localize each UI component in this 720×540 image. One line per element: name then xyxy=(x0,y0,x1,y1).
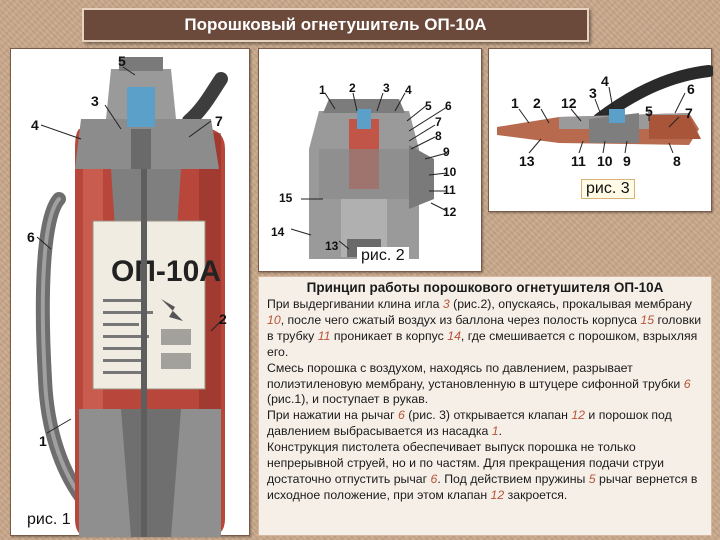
figure-2-callout-9: 9 xyxy=(443,145,450,159)
paragraph-text: (рис. 3) открывается клапан xyxy=(404,408,572,423)
figure-2-callout-2: 2 xyxy=(349,81,356,95)
figure-3-callout-10: 10 xyxy=(597,153,613,169)
figure-1-callout-5: 5 xyxy=(118,53,126,69)
principle-paragraph: При выдергивании клина игла 3 (рис.2), о… xyxy=(267,297,703,361)
figure-2-callout-1: 1 xyxy=(319,83,326,97)
figure-2-callout-13: 13 xyxy=(325,239,339,253)
figure-2-callout-12: 12 xyxy=(443,205,457,219)
figure-2-callout-5: 5 xyxy=(425,99,432,113)
paragraph-text: и порошок под давлением выбрасывается из… xyxy=(267,408,672,439)
reference-number: 15 xyxy=(640,312,655,327)
principle-body: При выдергивании клина игла 3 (рис.2), о… xyxy=(267,297,703,504)
figure-1-callout-7: 7 xyxy=(215,113,223,129)
paragraph-text: рычаг вернется в исходное положение, при… xyxy=(267,471,698,502)
figure-2-callout-10: 10 xyxy=(443,165,457,179)
figure-1-callout-1: 1 xyxy=(39,433,47,449)
figure-3-callout-13: 13 xyxy=(519,153,535,169)
figure-1-panel: ОП-10А 5 3 7 4 6 2 1 рис. 1 xyxy=(10,48,250,537)
reference-number: 3 xyxy=(442,297,450,311)
figure-3-callout-11: 11 xyxy=(571,153,586,169)
reference-number: 6 xyxy=(430,471,438,486)
figure-2-callout-7: 7 xyxy=(435,115,442,129)
principle-paragraph: Конструкция пистолета обеспечивает выпус… xyxy=(267,440,703,504)
figure-3-callout-5: 5 xyxy=(645,103,653,119)
reference-number: 12 xyxy=(571,408,586,423)
figure-1-label: рис. 1 xyxy=(23,511,75,529)
paragraph-text: При нажатии на рычаг xyxy=(267,408,399,423)
figure-3-callout-3: 3 xyxy=(589,85,597,101)
paragraph-text: При выдергивании клина игла xyxy=(267,297,443,311)
figure-1-illustration: ОП-10А xyxy=(35,57,228,537)
paragraph-text: . xyxy=(498,424,502,439)
reference-number: 12 xyxy=(490,487,505,502)
figure-1-callout-6: 6 xyxy=(27,229,35,245)
figure-2-callout-8: 8 xyxy=(435,129,442,143)
figure-3-callout-1: 1 xyxy=(511,95,519,111)
reference-number: 10 xyxy=(267,312,281,327)
figure-3-callout-2: 2 xyxy=(533,95,541,111)
figure-3-callout-4: 4 xyxy=(601,73,609,89)
paragraph-text: Смесь порошка с воздухом, находясь по да… xyxy=(267,360,684,391)
principle-paragraph: При нажатии на рычаг 6 (рис. 3) открывае… xyxy=(267,408,703,440)
figure-1-body-text: ОП-10А xyxy=(111,255,221,288)
reference-number: 14 xyxy=(447,328,461,343)
figure-3-label: рис. 3 xyxy=(581,179,635,199)
figure-3-panel: 4 1 2 12 3 5 6 7 13 11 10 9 8 рис. 3 xyxy=(488,48,713,212)
page-title: Порошковый огнетушитель ОП-10А xyxy=(82,8,589,42)
paragraph-text: Конструкция пистолета обеспечивает выпус… xyxy=(267,440,665,486)
principle-text-panel: Принцип работы порошкового огнетушителя … xyxy=(258,276,712,536)
paragraph-text: (рис.2), опускаясь, прокалывая мембрану xyxy=(449,297,692,311)
paragraph-text: (рис.1), и поступает в рукав. xyxy=(267,392,429,407)
figure-3-callout-6: 6 xyxy=(687,81,695,97)
reference-number: 6 xyxy=(683,376,691,391)
figure-1-callout-4: 4 xyxy=(31,117,39,133)
figure-2-callout-11: 11 xyxy=(443,183,456,197)
figure-2-label: рис. 2 xyxy=(357,247,409,265)
figure-1-callout-2: 2 xyxy=(219,311,227,327)
reference-number: 5 xyxy=(588,471,596,486)
figure-3-callout-12: 12 xyxy=(561,95,577,111)
figure-3-callout-7: 7 xyxy=(685,105,693,121)
principle-paragraph: Смесь порошка с воздухом, находясь по да… xyxy=(267,361,703,409)
figure-3-callout-9: 9 xyxy=(623,153,631,169)
figure-3-illustration xyxy=(497,65,713,154)
figure-2-callout-4: 4 xyxy=(405,83,412,97)
figure-2-illustration xyxy=(290,92,448,259)
paragraph-text: . Под действием пружины xyxy=(437,471,589,486)
reference-number: 1 xyxy=(491,424,499,439)
figure-2-callout-14: 14 xyxy=(271,225,285,239)
figure-2-callout-15: 15 xyxy=(279,191,293,205)
reference-number: 11 xyxy=(317,328,331,343)
figure-2-callout-6: 6 xyxy=(445,99,452,113)
paragraph-text: , где смешивается с порошком, взрыхляя е… xyxy=(267,328,698,359)
paragraph-text: , после чего сжатый воздух из баллона че… xyxy=(280,312,641,327)
paragraph-text: головки в трубку xyxy=(267,312,702,343)
principle-title: Принцип работы порошкового огнетушителя … xyxy=(306,280,664,295)
figure-1-callout-3: 3 xyxy=(91,93,99,109)
figure-2-panel: 1 2 3 4 5 6 7 8 9 10 11 12 15 14 13 рис.… xyxy=(258,48,482,272)
figure-3-callout-8: 8 xyxy=(673,153,681,169)
paragraph-text: проникает в корпус xyxy=(330,328,448,343)
paragraph-text: закроется. xyxy=(504,487,568,502)
reference-number: 6 xyxy=(398,408,405,423)
figure-2-callout-3: 3 xyxy=(383,81,390,95)
